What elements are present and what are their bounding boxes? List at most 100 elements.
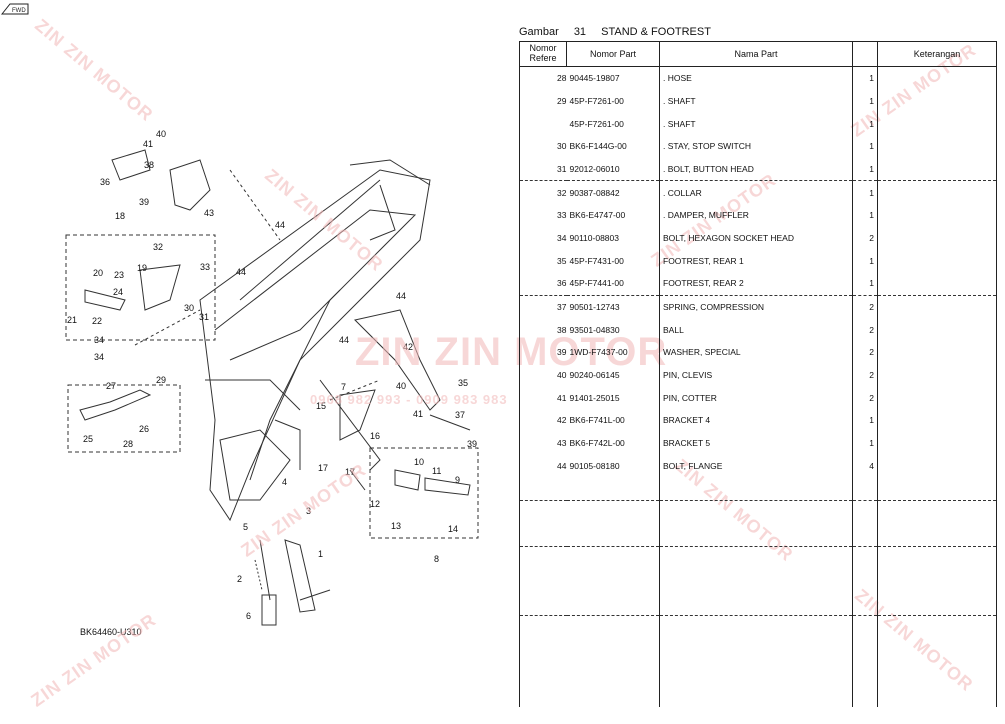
callout-25: 25 xyxy=(83,434,94,444)
callout-3: 3 xyxy=(306,506,312,516)
note-cell xyxy=(877,592,997,617)
callout-26: 26 xyxy=(139,424,150,434)
qty-cell: 4 xyxy=(852,454,878,478)
qty-cell xyxy=(852,638,878,662)
table-row xyxy=(519,615,997,639)
qty-cell: 1 xyxy=(852,66,878,90)
part-number-cell: 45P-F7431-00 xyxy=(566,249,660,272)
ref-cell: 44 xyxy=(519,454,567,478)
ref-cell xyxy=(519,500,567,524)
part-name-cell: . SHAFT xyxy=(659,112,853,135)
table-row xyxy=(519,523,997,548)
ref-cell xyxy=(519,523,567,548)
gambar-label: Gambar xyxy=(519,26,559,38)
qty-cell: 1 xyxy=(852,271,878,296)
callout-44a: 44 xyxy=(275,220,286,230)
callout-22: 22 xyxy=(92,316,103,326)
note-cell xyxy=(877,249,997,272)
ref-cell xyxy=(519,569,567,593)
qty-cell: 2 xyxy=(852,363,878,387)
part-number-cell: 91401-25015 xyxy=(566,386,660,410)
callout-29: 29 xyxy=(156,375,167,385)
qty-cell: 1 xyxy=(852,112,878,135)
table-row xyxy=(519,684,997,708)
callout-5: 5 xyxy=(243,522,249,532)
callout-10: 10 xyxy=(414,457,425,467)
note-cell xyxy=(877,89,997,113)
note-cell xyxy=(877,661,997,685)
qty-cell xyxy=(852,569,878,593)
part-number-cell: 90105-08180 xyxy=(566,454,660,478)
part-number-cell: 92012-06010 xyxy=(566,157,660,182)
callout-8: 8 xyxy=(434,554,440,564)
callout-35: 35 xyxy=(458,378,469,388)
callout-17a: 17 xyxy=(318,463,329,473)
fwd-label: FWD xyxy=(12,8,26,14)
part-number-cell xyxy=(566,546,660,570)
part-name-cell: . SHAFT xyxy=(659,89,853,113)
note-cell xyxy=(877,180,997,204)
part-number-cell: 90240-06145 xyxy=(566,363,660,387)
part-name-cell: PIN, CLEVIS xyxy=(659,363,853,387)
qty-cell: 2 xyxy=(852,295,878,319)
note-cell xyxy=(877,134,997,158)
ref-cell xyxy=(519,615,567,639)
note-cell xyxy=(877,546,997,570)
callout-27: 27 xyxy=(106,381,117,391)
ref-cell xyxy=(519,546,567,570)
figure-title: STAND & FOOTREST xyxy=(601,26,711,38)
qty-cell: 2 xyxy=(852,386,878,410)
col-qty xyxy=(852,41,878,67)
part-number-cell xyxy=(566,569,660,593)
callout-32: 32 xyxy=(153,242,164,252)
ref-cell: 37 xyxy=(519,295,567,319)
part-name-cell: BRACKET 4 xyxy=(659,409,853,432)
diagram-drawing xyxy=(65,149,479,626)
qty-cell xyxy=(852,684,878,708)
note-cell xyxy=(877,638,997,662)
ref-cell: 32 xyxy=(519,180,567,204)
ref-cell: 40 xyxy=(519,363,567,387)
part-name-cell: WASHER, SPECIAL xyxy=(659,341,853,364)
qty-cell: 1 xyxy=(852,157,878,182)
part-name-cell xyxy=(659,477,853,501)
part-number-cell: BK6-F741L-00 xyxy=(566,409,660,432)
exploded-parts-diagram: 1 2 3 4 5 6 7 8 9 10 11 12 13 14 15 16 1… xyxy=(0,3,479,637)
callout-7: 7 xyxy=(341,382,347,392)
note-cell xyxy=(877,431,997,455)
qty-cell: 2 xyxy=(852,341,878,364)
ref-cell xyxy=(519,112,567,135)
qty-cell: 1 xyxy=(852,409,878,432)
qty-cell xyxy=(852,477,878,501)
callout-44c: 44 xyxy=(396,291,407,301)
part-name-cell: FOOTREST, REAR 1 xyxy=(659,249,853,272)
part-number-cell xyxy=(566,684,660,708)
qty-cell xyxy=(852,661,878,685)
col-note: Keterangan xyxy=(877,41,997,67)
qty-cell: 1 xyxy=(852,203,878,227)
note-cell xyxy=(877,318,997,342)
callout-28: 28 xyxy=(123,439,134,449)
qty-cell: 1 xyxy=(852,431,878,455)
part-name-cell: PIN, COTTER xyxy=(659,386,853,410)
callout-34a: 34 xyxy=(94,335,105,345)
part-name-cell xyxy=(659,615,853,639)
ref-cell xyxy=(519,638,567,662)
ref-cell: 30 xyxy=(519,134,567,158)
ref-cell xyxy=(519,661,567,685)
callout-13: 13 xyxy=(391,521,402,531)
note-cell xyxy=(877,226,997,250)
part-number-cell: BK6-F742L-00 xyxy=(566,431,660,455)
callout-44d: 44 xyxy=(339,335,350,345)
part-name-cell: . BOLT, BUTTON HEAD xyxy=(659,157,853,182)
note-cell xyxy=(877,523,997,548)
callout-44b: 44 xyxy=(236,267,247,277)
callout-33: 33 xyxy=(200,262,211,272)
